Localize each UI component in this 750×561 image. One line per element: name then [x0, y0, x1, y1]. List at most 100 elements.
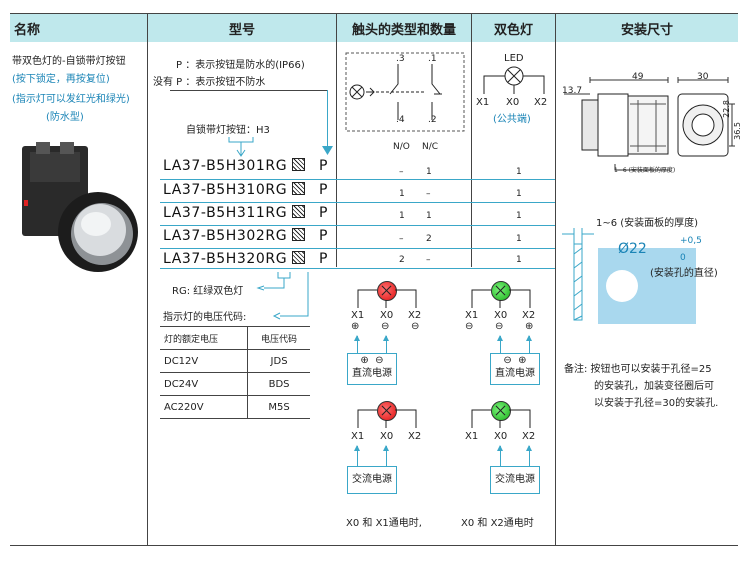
model-row-5: LA37-B5H320RG P	[163, 251, 329, 267]
dim-13-7: 13.7	[562, 86, 583, 96]
model-row-1: LA37-B5H301RG P	[163, 158, 329, 174]
led-label: LED	[504, 53, 524, 64]
row-rule-2	[160, 202, 555, 203]
dim-30: 30	[697, 72, 709, 82]
dc-green-arrow-2	[526, 335, 532, 354]
p-arrow-head	[322, 146, 333, 155]
red-lamp-ac-icon	[377, 401, 397, 421]
terminal-2: .2	[428, 115, 437, 125]
no-count: –	[399, 167, 404, 177]
header-lamp: 双色灯	[472, 14, 555, 42]
lamp-count: 1	[516, 234, 522, 244]
header-model: 型号	[148, 14, 336, 42]
ac-red-arrow-2	[383, 445, 389, 466]
terminal-3: .3	[396, 54, 405, 64]
p-note: P ：表示按钮是防水的(IP66)	[176, 60, 305, 71]
row-rule-4	[160, 248, 555, 249]
ac-red-x0: X0	[380, 431, 394, 442]
ac-green-arrow-1	[497, 445, 503, 466]
model-row-2: LA37-B5H310RG P	[163, 182, 329, 198]
model-row-4: LA37-B5H302RG P	[163, 228, 329, 244]
ac-green-x2: X2	[522, 431, 536, 442]
common-terminal-note: (公共端)	[493, 114, 531, 125]
ac-red-wiring	[357, 409, 417, 428]
col-sep-4	[555, 13, 556, 545]
ac-green-arrow-2	[526, 445, 532, 466]
lamp-count: 1	[516, 189, 522, 199]
ac-red-x2: X2	[408, 431, 422, 442]
latch-label: 自锁带灯按钮：H3	[186, 125, 270, 136]
ac-green-wiring	[471, 409, 531, 428]
ac-red-x1: X1	[351, 431, 365, 442]
no-count: 2	[399, 255, 405, 265]
dc-green-minus: ⊖	[465, 321, 474, 332]
dc-green-x0: X0	[494, 310, 508, 321]
dim-36-5: 36.5	[733, 122, 742, 140]
vt-cell: DC24V	[160, 372, 248, 396]
remark-3: 以安装于孔径=30的安装孔.	[594, 398, 719, 409]
dc-green-wiring	[471, 289, 531, 308]
ac-green-x0: X0	[494, 431, 508, 442]
caption-x0-x2: X0 和 X2通电时	[461, 518, 534, 529]
dc-green-arrow-1	[497, 335, 503, 354]
dc-red-supply-box: ⊕ ⊖ 直流电源	[347, 353, 397, 385]
lamp-count: 1	[516, 211, 522, 221]
dimension-drawing	[564, 77, 735, 171]
dc-red-arrow-1	[354, 335, 360, 354]
vt-cell: BDS	[247, 372, 310, 396]
vt-header-code: 电压代码	[247, 326, 310, 350]
col-sep-3	[471, 13, 472, 267]
dc-red-arrow-2	[383, 335, 389, 354]
hole-tol-down: 0	[680, 253, 686, 263]
nc-count: –	[426, 189, 431, 199]
row-rule-3	[160, 225, 555, 226]
lamp-count: 1	[516, 255, 522, 265]
dc-green-x2: X2	[522, 310, 536, 321]
led-x1: X1	[476, 97, 490, 108]
caption-x0-x1: X0 和 X1通电时,	[346, 518, 422, 529]
product-note-3: (防水型)	[46, 112, 84, 123]
voltage-label: 指示灯的电压代码:	[163, 312, 247, 323]
vt-cell: DC12V	[160, 349, 248, 373]
push-button-photo	[22, 142, 138, 272]
lamp-count: 1	[516, 167, 522, 177]
rg-label: RG: 红绿双色灯	[172, 286, 244, 297]
dc-green-plus: ⊕	[525, 321, 534, 332]
dc-red-plus: ⊕	[351, 321, 360, 332]
col-sep-2	[336, 13, 337, 267]
ac-red-arrow-1	[354, 445, 360, 466]
led-x0: X0	[506, 97, 520, 108]
product-note-1: (按下锁定，再按复位)	[12, 74, 110, 85]
no-p-note: 没有 P ：表示按钮不防水	[153, 77, 266, 88]
dc-green-minus2: ⊖	[495, 321, 504, 332]
red-lamp-icon	[377, 281, 397, 301]
panel-hole-drawing	[562, 228, 696, 324]
product-name: 带双色灯的-自锁带灯按钮	[12, 56, 126, 67]
row-rule-5	[160, 268, 555, 269]
dc-red-wiring	[357, 289, 417, 308]
table-bottom-rule	[10, 545, 738, 546]
latch-arrow	[228, 137, 254, 157]
led-schematic	[483, 66, 545, 94]
p-arrow-line	[327, 90, 328, 150]
label-no: N/O	[393, 142, 410, 152]
dc-red-minus: ⊖	[381, 321, 390, 332]
model-row-3: LA37-B5H311RG P	[163, 205, 329, 221]
hole-tol-up: +0,5	[680, 236, 702, 246]
terminal-1: .1	[428, 54, 437, 64]
code-pointers	[256, 272, 309, 320]
dim-22-8: 22.8	[722, 100, 731, 118]
panel-thickness-note: 1~6 (安装面板的厚度)	[596, 218, 699, 229]
green-lamp-ac-icon	[491, 401, 511, 421]
vt-cell: M5S	[247, 395, 310, 419]
table-top-rule	[10, 13, 738, 14]
remark-1: 备注: 按钮也可以安装于孔径=25	[564, 364, 712, 375]
nc-count: –	[426, 255, 431, 265]
vt-cell: AC220V	[160, 395, 248, 419]
dc-red-minus2: ⊖	[411, 321, 420, 332]
dc-red-x0: X0	[380, 310, 394, 321]
product-note-2: (指示灯可以发红光和绿光)	[12, 94, 130, 105]
vt-header-voltage: 灯的额定电压	[160, 326, 248, 350]
contact-schematic	[345, 52, 465, 132]
